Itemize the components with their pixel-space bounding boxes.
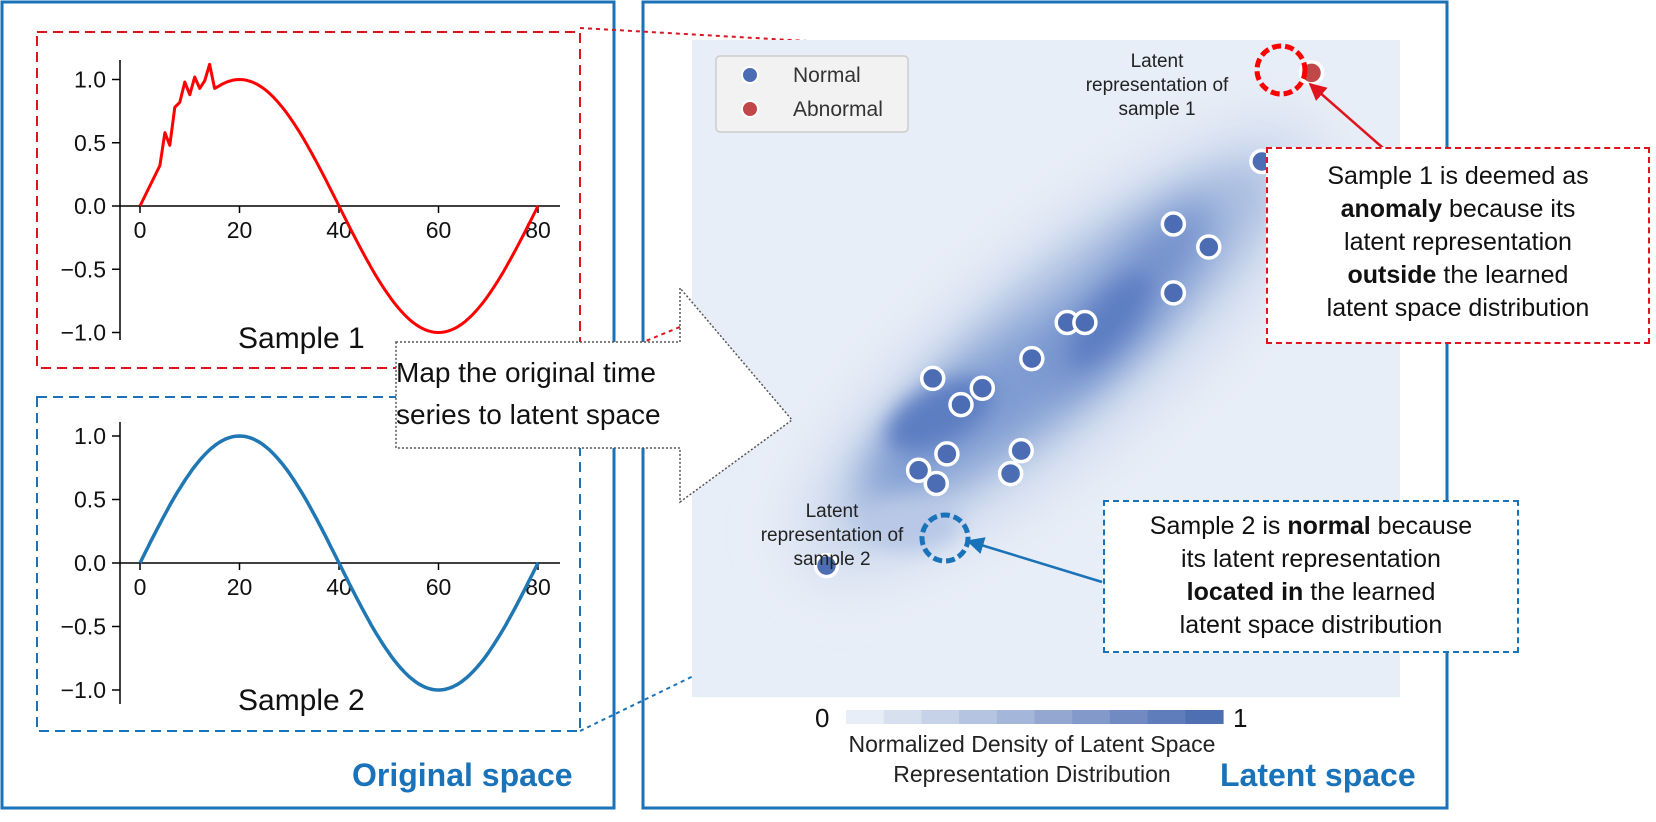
- colorbar-cell: [921, 710, 960, 724]
- latent-sample1-line1: Latent: [1131, 51, 1185, 72]
- anomaly-pointer-arrow: [1308, 82, 1384, 149]
- s1-ytick-label: −1.0: [61, 320, 106, 346]
- mapping-arrow-line1: Map the original time: [396, 357, 656, 388]
- normal-point: [1196, 234, 1222, 260]
- sample1-highlight-circle: [1254, 43, 1308, 97]
- s2-ytick-label: −0.5: [61, 614, 106, 640]
- normal-line1-post: because: [1370, 512, 1473, 540]
- colorbar-cell: [846, 710, 885, 724]
- s1-ytick-label: 0.0: [74, 193, 106, 219]
- anomaly-line2-rest: because its: [1442, 195, 1576, 223]
- anomaly-keyword: anomaly: [1340, 195, 1442, 223]
- colorbar-cell: [1185, 710, 1224, 724]
- latent-sample2-caption: Latent representation of sample 2: [761, 501, 904, 570]
- outside-keyword: outside: [1347, 261, 1437, 289]
- normal-point: [923, 470, 950, 497]
- latent-scatter-points: [813, 60, 1325, 579]
- s2-ytick-label: 0.0: [74, 550, 106, 576]
- normal-point: [948, 391, 974, 418]
- colorbar-cell: [1147, 710, 1186, 724]
- anomaly-line5: latent space distribution: [1326, 294, 1590, 322]
- latent-sample2-line1: Latent: [806, 501, 860, 522]
- s1-ytick-label: 1.0: [74, 67, 106, 93]
- s1-ytick-label: 0.5: [74, 130, 106, 156]
- normal-line2: its latent representation: [1181, 545, 1441, 573]
- mapping-arrow: [395, 285, 794, 504]
- sample1-label: Sample 1: [238, 322, 365, 355]
- s2-xtick-label: 60: [426, 574, 452, 600]
- normal-point: [997, 460, 1024, 487]
- latent-sample1-line3: sample 1: [1118, 99, 1195, 120]
- normal-line1: Sample 2 is normal because: [1105, 510, 1517, 543]
- s2-ytick-label: −1.0: [61, 677, 106, 703]
- normal-point: [1160, 211, 1187, 237]
- colorbar-cell: [1072, 710, 1111, 724]
- normal-point: [934, 441, 960, 467]
- latent-sample1-line2: representation of: [1086, 75, 1229, 96]
- latent-sample2-line2: representation of: [761, 525, 904, 546]
- s2-ytick-label: 1.0: [74, 423, 106, 449]
- latent-sample2-line3: sample 2: [793, 549, 870, 570]
- sample2-series-line: [138, 434, 540, 692]
- colorbar-min-label: 0: [815, 703, 829, 733]
- normal-line3: located in the learned: [1105, 576, 1517, 609]
- mapping-arrow-line2: series to latent space: [396, 399, 661, 430]
- colorbar-title-line2: Representation Distribution: [893, 761, 1170, 787]
- colorbar-cell: [996, 710, 1036, 724]
- legend: Normal Abnormal: [715, 55, 909, 133]
- s1-xtick-label: 60: [426, 217, 452, 243]
- normal-pointer-arrow: [966, 537, 1103, 584]
- density-contours: [799, 125, 1321, 575]
- original-space-title: Original space: [352, 757, 573, 793]
- sample1-frame: [36, 31, 581, 369]
- located-in-keyword: located in: [1186, 578, 1304, 606]
- normal-point: [1008, 437, 1034, 464]
- normal-line4: latent space distribution: [1179, 611, 1443, 639]
- colorbar-cell: [1034, 710, 1073, 724]
- latent-sample1-caption: Latent representation of sample 1: [1086, 51, 1229, 120]
- anomaly-line3: latent representation: [1344, 228, 1572, 256]
- legend-abnormal-marker: [741, 100, 759, 118]
- colorbar-cell: [1109, 710, 1149, 724]
- colorbar-cell: [959, 710, 998, 724]
- normal-point: [813, 552, 840, 579]
- normal-keyword: normal: [1287, 512, 1371, 540]
- sample1-series-line: [138, 62, 540, 334]
- latent-space-title: Latent space: [1220, 757, 1416, 793]
- s2-ytick-label: 0.5: [74, 487, 106, 513]
- s2-xtick-label: 20: [227, 574, 253, 600]
- normal-line3-rest: the learned: [1303, 578, 1436, 606]
- normal-point: [919, 365, 946, 392]
- s1-ytick-label: −0.5: [61, 256, 106, 282]
- anomaly-line4: outside the learned: [1268, 259, 1648, 292]
- normal-explanation-box: Sample 2 is normal because its latent re…: [1103, 500, 1519, 653]
- normal-point: [1019, 345, 1045, 372]
- s2-xtick-label: 0: [134, 574, 147, 600]
- colorbar-max-label: 1: [1233, 703, 1247, 733]
- legend-normal-marker: [741, 66, 759, 84]
- colorbar-cell: [883, 710, 922, 724]
- legend-normal-label: Normal: [793, 64, 861, 87]
- s1-xtick-label: 0: [134, 217, 147, 243]
- normal-point: [1072, 309, 1098, 336]
- normal-point: [969, 375, 996, 401]
- sample2-frame: [36, 396, 581, 732]
- normal-point: [905, 457, 932, 484]
- legend-abnormal-label: Abnormal: [793, 98, 883, 121]
- legend-frame: [715, 55, 909, 133]
- sample2-label: Sample 2: [238, 684, 365, 717]
- s1-xtick-label: 20: [227, 217, 253, 243]
- colorbar-title-line1: Normalized Density of Latent Space: [849, 731, 1216, 757]
- normal-line1-pre: Sample 2 is: [1149, 512, 1288, 540]
- colorbar: 0 1 Normalized Density of Latent Space R…: [815, 703, 1247, 787]
- anomaly-explanation-box: Sample 1 is deemed as anomaly because it…: [1266, 147, 1650, 344]
- mapping-arrow-label: Map the original time series to latent s…: [396, 352, 756, 436]
- anomaly-line4-rest: the learned: [1436, 261, 1569, 289]
- anomaly-line1: Sample 1 is deemed as: [1327, 162, 1589, 190]
- normal-point: [1160, 280, 1187, 306]
- anomaly-line2: anomaly because its: [1268, 193, 1648, 226]
